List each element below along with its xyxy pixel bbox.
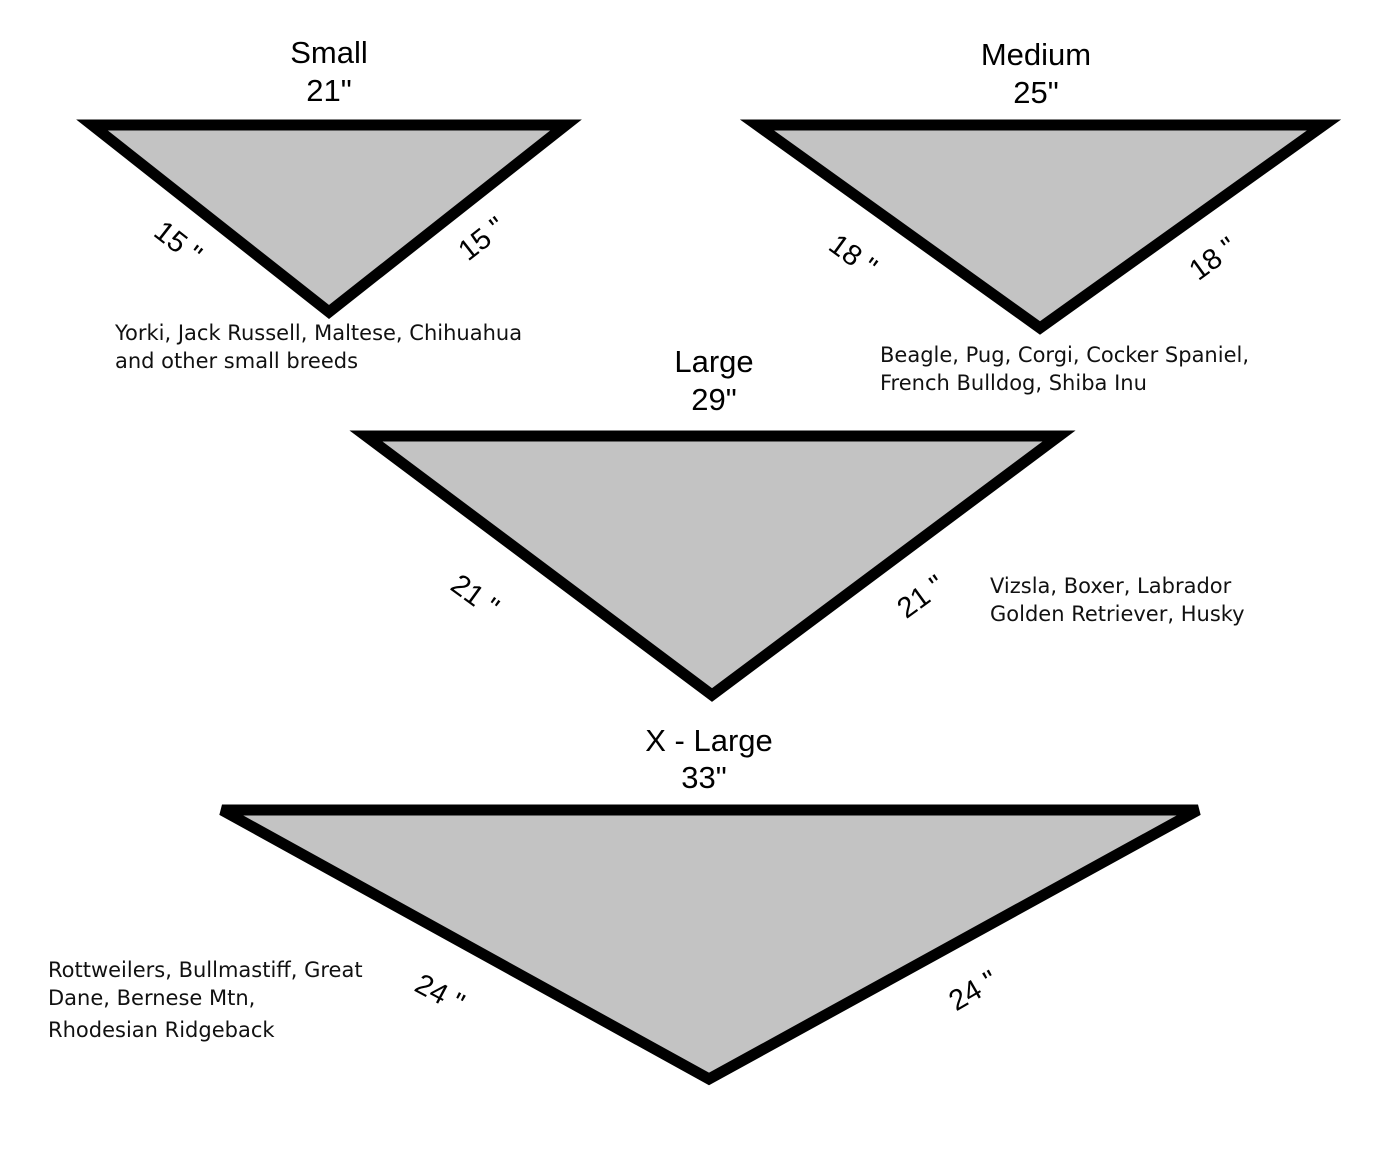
size-xlarge-name: X - Large bbox=[645, 723, 773, 758]
size-medium-left-side: 18 " bbox=[823, 228, 883, 284]
size-xlarge-breeds: Rottweilers, Bullmastiff, Great Dane, Be… bbox=[48, 958, 369, 1042]
size-small-width: 21" bbox=[306, 73, 352, 108]
breeds-line: Dane, Bernese Mtn, bbox=[48, 986, 255, 1010]
bandana-small bbox=[76, 119, 582, 320]
breeds-line: French Bulldog, Shiba Inu bbox=[880, 371, 1147, 395]
bandana-xlarge bbox=[219, 804, 1201, 1086]
breeds-line: Rhodesian Ridgeback bbox=[48, 1018, 275, 1042]
bandana-large bbox=[349, 430, 1076, 702]
size-small-group: Small 21" 15 " 15 " Yorki, Jack Russell,… bbox=[76, 35, 582, 373]
size-xlarge-group: X - Large 33" 24 " 24 " Rottweilers, Bul… bbox=[48, 723, 1201, 1086]
size-small-left-side: 15 " bbox=[148, 215, 208, 271]
size-small-name: Small bbox=[290, 35, 368, 70]
breeds-line: Golden Retriever, Husky bbox=[990, 602, 1245, 626]
size-medium-right-side: 18 " bbox=[1184, 231, 1244, 287]
breeds-line: Beagle, Pug, Corgi, Cocker Spaniel, bbox=[880, 343, 1249, 367]
breeds-line: and other small breeds bbox=[115, 349, 358, 373]
bandana-medium bbox=[739, 119, 1342, 335]
breeds-line: Yorki, Jack Russell, Maltese, Chihuahua bbox=[114, 321, 522, 345]
breeds-line: Vizsla, Boxer, Labrador bbox=[990, 574, 1232, 598]
size-large-width: 29" bbox=[691, 382, 737, 417]
breeds-line: Rottweilers, Bullmastiff, Great bbox=[48, 958, 363, 982]
size-medium-breeds: Beagle, Pug, Corgi, Cocker Spaniel, Fren… bbox=[880, 343, 1256, 395]
size-small-breeds: Yorki, Jack Russell, Maltese, Chihuahua … bbox=[114, 321, 529, 373]
size-large-breeds: Vizsla, Boxer, Labrador Golden Retriever… bbox=[990, 574, 1245, 626]
size-large-name: Large bbox=[674, 344, 753, 379]
size-large-group: Large 29" 21 " 21 " Vizsla, Boxer, Labra… bbox=[349, 344, 1245, 702]
size-small-right-side: 15 " bbox=[453, 211, 513, 267]
size-large-right-side: 21 " bbox=[892, 569, 952, 625]
size-xlarge-right-side: 24 " bbox=[944, 965, 1004, 1018]
size-large-left-side: 21 " bbox=[445, 568, 505, 624]
size-medium-group: Medium 25" 18 " 18 " Beagle, Pug, Corgi,… bbox=[739, 37, 1342, 395]
size-xlarge-left-side: 24 " bbox=[410, 968, 470, 1020]
size-medium-name: Medium bbox=[981, 37, 1091, 72]
size-xlarge-width: 33" bbox=[681, 760, 727, 795]
size-medium-width: 25" bbox=[1013, 75, 1059, 110]
